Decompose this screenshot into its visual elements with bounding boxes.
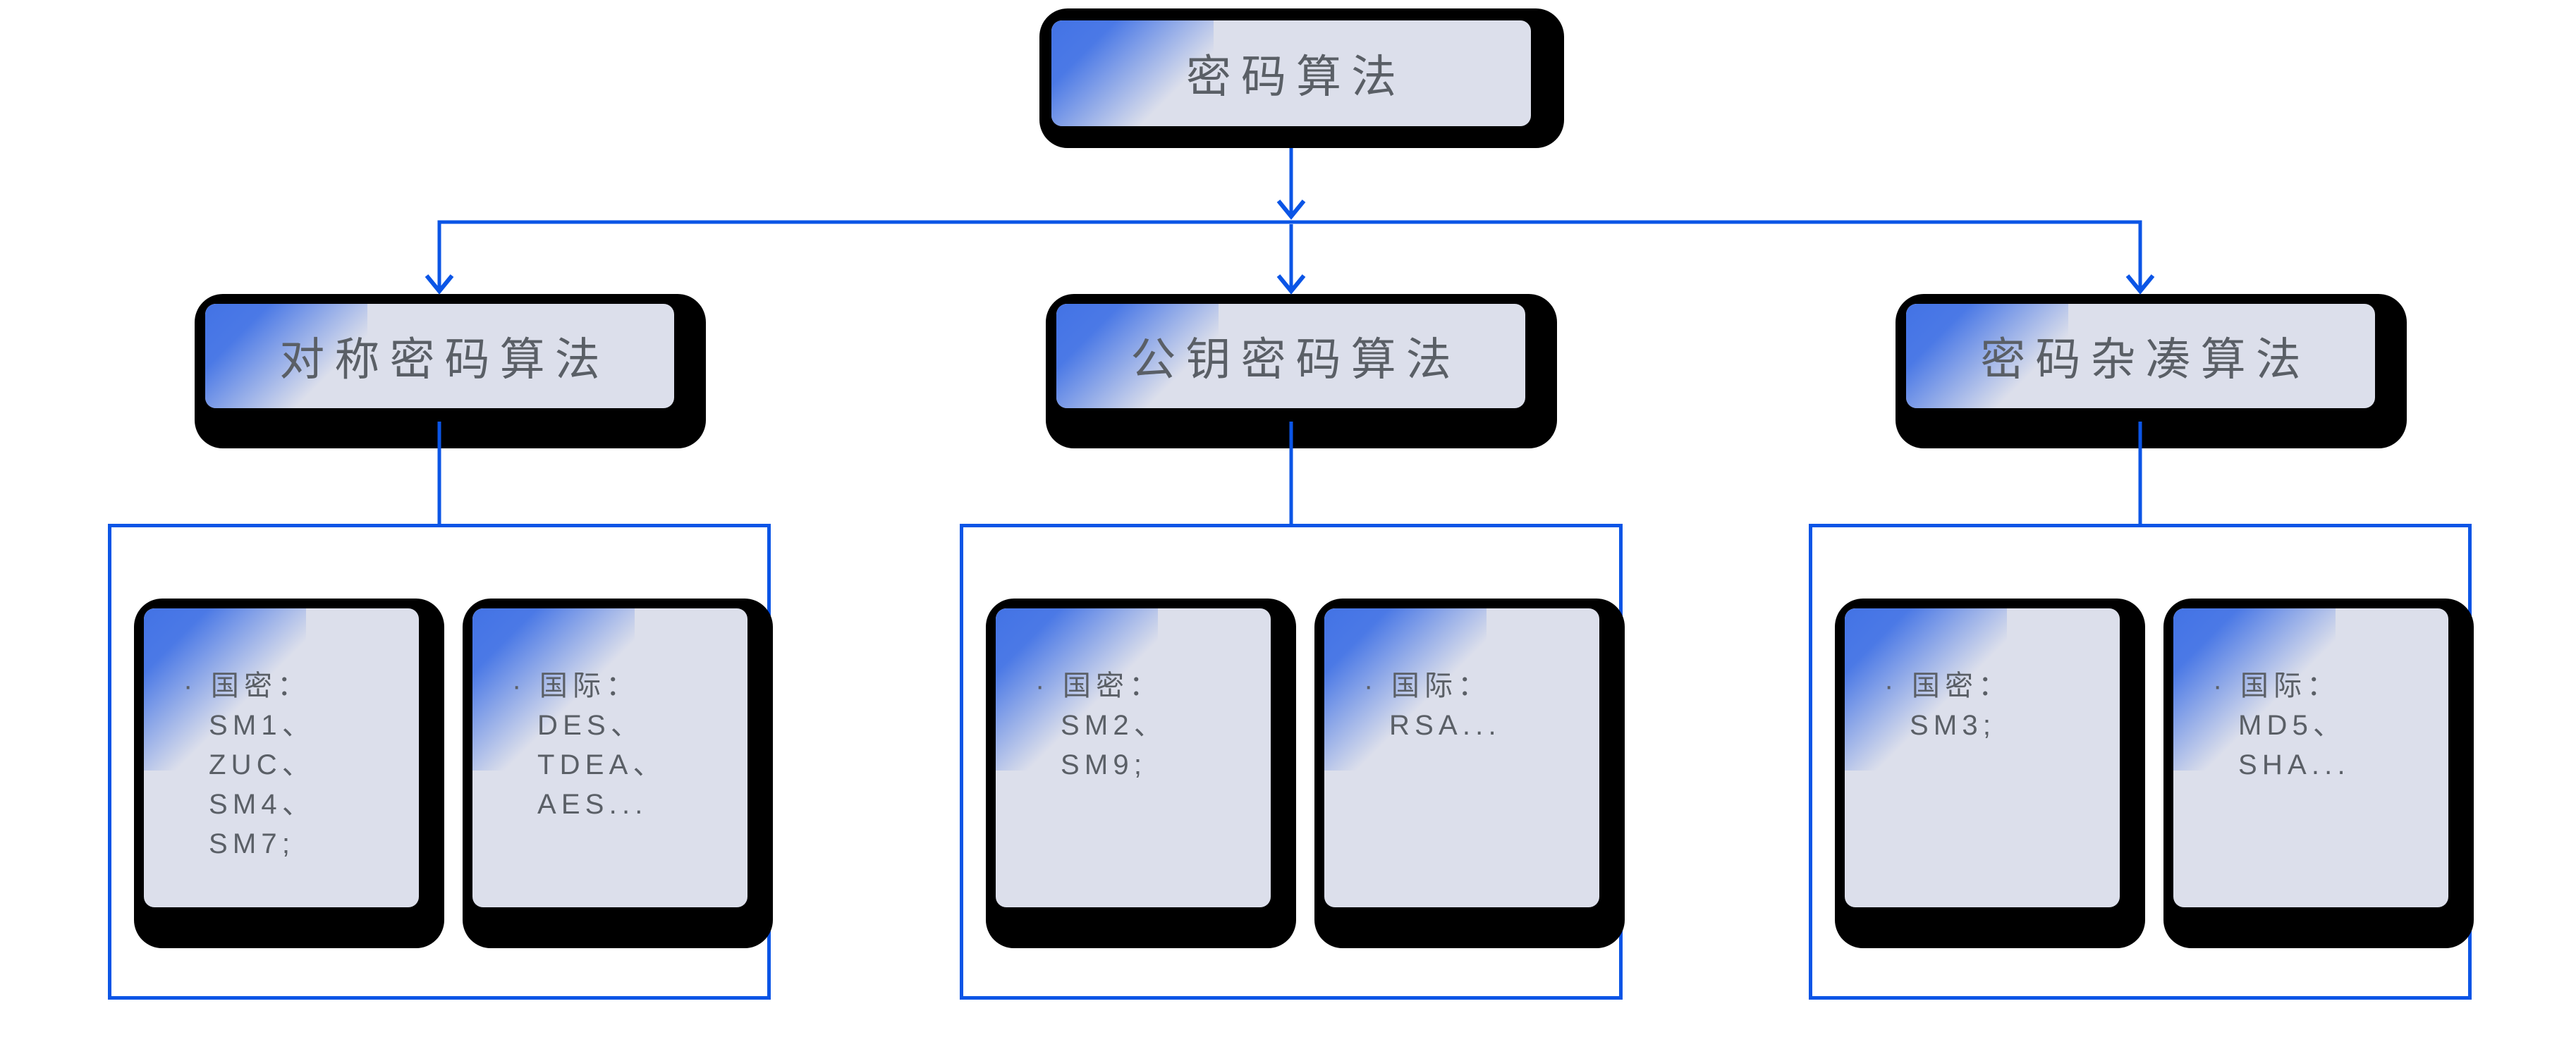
leaf-line: DES、 (537, 710, 645, 741)
group-container-hash: · 国密： SM3; · 国际： MD5、 SHA... (1809, 524, 2474, 1000)
branch-card-hash: 密码杂凑算法 (1896, 294, 2407, 448)
leaf-text: · 国密： SM2、 SM9; (996, 608, 1271, 785)
leaf-line: · 国密： (183, 670, 311, 701)
arrow-down-icon (1276, 274, 1306, 295)
branch-label: 密码杂凑算法 (1980, 334, 2311, 385)
branch-label: 对称密码算法 (279, 334, 610, 385)
leaf-line: · 国际： (1364, 670, 1491, 701)
group-container-symmetric: · 国密： SM1、 ZUC、 SM4、 SM7; · 国际： DES、 TDE… (108, 524, 773, 1000)
leaf-panel: · 国密： SM1、 ZUC、 SM4、 SM7; (144, 608, 419, 907)
leaf-text: · 国际： DES、 TDEA、 AES... (472, 608, 747, 824)
branch-panel: 密码杂凑算法 (1906, 304, 2375, 408)
leaf-panel: · 国密： SM3; (1845, 608, 2120, 907)
leaf-line: ZUC、 (209, 749, 316, 780)
leaf-line: MD5、 (2238, 710, 2347, 741)
leaf-line: SM3; (1910, 710, 1996, 741)
leaf-panel: · 国际： MD5、 SHA... (2173, 608, 2448, 907)
branch-panel: 公钥密码算法 (1056, 304, 1525, 408)
leaf-card-guomi: · 国密： SM2、 SM9; (986, 599, 1296, 948)
leaf-line: · 国密： (1035, 670, 1163, 701)
leaf-card-guomi: · 国密： SM1、 ZUC、 SM4、 SM7; (134, 599, 444, 948)
leaf-panel: · 国际： DES、 TDEA、 AES... (472, 608, 747, 907)
group-container-public-key: · 国密： SM2、 SM9; · 国际： RSA... (960, 524, 1625, 1000)
leaf-line: SM4、 (209, 789, 316, 820)
leaf-text: · 国密： SM1、 ZUC、 SM4、 SM7; (144, 608, 419, 864)
leaf-line: SHA... (2238, 749, 2350, 780)
leaf-line: RSA... (1389, 710, 1501, 741)
leaf-text: · 国际： RSA... (1324, 608, 1599, 745)
leaf-card-international: · 国际： DES、 TDEA、 AES... (463, 599, 773, 948)
leaf-card-guomi: · 国密： SM3; (1835, 599, 2145, 948)
leaf-card-international: · 国际： RSA... (1314, 599, 1625, 948)
leaf-text: · 国际： MD5、 SHA... (2173, 608, 2448, 785)
leaf-panel: · 国际： RSA... (1324, 608, 1599, 907)
branch-card-symmetric: 对称密码算法 (195, 294, 706, 448)
arrow-down-icon (2125, 274, 2155, 295)
root-node-panel: 密码算法 (1051, 20, 1531, 126)
root-node-label: 密码算法 (1185, 51, 1407, 102)
leaf-line: AES... (537, 789, 648, 820)
leaf-card-international: · 国际： MD5、 SHA... (2163, 599, 2474, 948)
branch-label: 公钥密码算法 (1130, 334, 1461, 385)
leaf-line: SM9; (1061, 749, 1147, 780)
leaf-line: SM7; (209, 828, 295, 859)
leaf-line: TDEA、 (537, 749, 666, 780)
leaf-line: · 国际： (2213, 670, 2340, 701)
branch-panel: 对称密码算法 (205, 304, 674, 408)
branch-card-public-key: 公钥密码算法 (1046, 294, 1557, 448)
leaf-panel: · 国密： SM2、 SM9; (996, 608, 1271, 907)
leaf-line: SM2、 (1061, 710, 1168, 741)
leaf-text: · 国密： SM3; (1845, 608, 2120, 745)
root-node-card: 密码算法 (1039, 8, 1564, 148)
leaf-line: · 国际： (512, 670, 640, 701)
leaf-line: SM1、 (209, 710, 316, 741)
leaf-line: · 国密： (1884, 670, 2012, 701)
arrow-down-icon (1276, 200, 1306, 220)
arrow-down-icon (425, 274, 454, 295)
